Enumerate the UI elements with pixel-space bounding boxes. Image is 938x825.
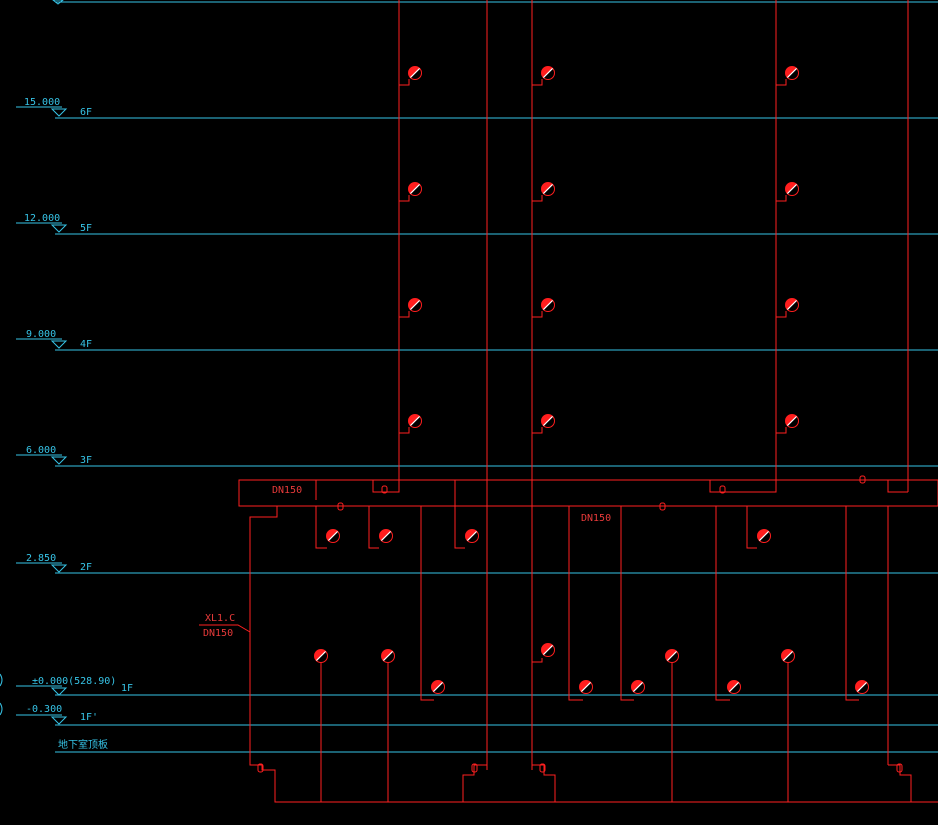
- elevation-label: 6.000: [26, 445, 56, 456]
- sprinkler-head-icon: [407, 65, 423, 81]
- valve-icon: [719, 485, 726, 494]
- floor-label: 6F: [80, 107, 92, 118]
- sprinkler-head-icon: [430, 679, 446, 695]
- level-triangle-icon: [50, 456, 68, 465]
- sprinkler-head-icon: [756, 528, 772, 544]
- sprinkler-head-icon: [578, 679, 594, 695]
- level-markers: [0, 0, 68, 725]
- riser-size-label: DN150: [203, 628, 233, 639]
- sprinkler-head-icon: [784, 297, 800, 313]
- sprinkler-head-icon: [784, 65, 800, 81]
- basement-roof-label: 地下室顶板: [58, 738, 108, 751]
- sprinkler-head-icon: [540, 297, 556, 313]
- sprinkler-head-icon: [325, 528, 341, 544]
- floor-label: 4F: [80, 339, 92, 350]
- valve-icon: [539, 763, 546, 773]
- level-triangle-icon: [50, 224, 68, 233]
- sprinkler-head-icon: [854, 679, 870, 695]
- valves: [257, 475, 903, 773]
- sprinkler-head-icon: [407, 181, 423, 197]
- sprinkler-head-icon: [630, 679, 646, 695]
- pipe-labels: DN150 DN150 XL1.C DN150: [203, 485, 611, 639]
- sprinkler-head-icon: [540, 642, 556, 658]
- bracket-mark: [0, 673, 3, 687]
- floor-label: 2F: [80, 562, 92, 573]
- valve-icon: [381, 485, 388, 494]
- valve-icon: [337, 502, 344, 511]
- elevation-label: 12.000: [24, 213, 60, 224]
- elevation-label: -0.300: [26, 704, 62, 715]
- level-triangle-icon: [50, 340, 68, 349]
- sprinkler-head-icon: [780, 648, 796, 664]
- level-triangle-icon: [50, 108, 68, 117]
- sprinkler-head-icon: [784, 181, 800, 197]
- valve-icon: [896, 763, 903, 773]
- level-lines: [55, 1, 938, 753]
- pipe-size-label: DN150: [581, 513, 611, 524]
- sprinkler-heads: [313, 65, 870, 695]
- sprinkler-head-icon: [540, 413, 556, 429]
- sprinkler-head-icon: [380, 648, 396, 664]
- floor-label: 1F: [121, 683, 133, 694]
- sprinkler-head-icon: [378, 528, 394, 544]
- pipework: [199, 0, 938, 803]
- bracket-mark: [0, 702, 3, 716]
- valve-icon: [257, 763, 264, 773]
- elevation-label: 2.850: [26, 553, 56, 564]
- sprinkler-head-icon: [464, 528, 480, 544]
- level-triangle-icon: [52, 0, 64, 5]
- elevation-label: 15.000: [24, 97, 60, 108]
- sprinkler-head-icon: [664, 648, 680, 664]
- valve-icon: [471, 763, 478, 773]
- pipe-size-label: DN150: [272, 485, 302, 496]
- valve-icon: [659, 502, 666, 511]
- elevation-label: 9.000: [26, 329, 56, 340]
- valve-icon: [859, 475, 866, 484]
- sprinkler-head-icon: [407, 297, 423, 313]
- sprinkler-head-icon: [784, 413, 800, 429]
- level-triangle-icon: [50, 687, 68, 696]
- level-triangle-icon: [50, 716, 68, 725]
- floor-label: 3F: [80, 455, 92, 466]
- main-loop: [238, 479, 938, 507]
- floor-label: 5F: [80, 223, 92, 234]
- sprinkler-head-icon: [313, 648, 329, 664]
- floor-label: 1F': [80, 712, 98, 723]
- sprinkler-head-icon: [726, 679, 742, 695]
- riser-tag-label: XL1.C: [205, 613, 235, 624]
- sprinkler-head-icon: [407, 413, 423, 429]
- elevation-label: ±0.000(528.90): [32, 676, 116, 687]
- level-labels: 15.000 6F 12.000 5F 9.000 4F 6.000 3F 2.…: [24, 97, 133, 751]
- sprinkler-head-icon: [540, 181, 556, 197]
- level-triangle-icon: [50, 564, 68, 573]
- sprinkler-head-icon: [540, 65, 556, 81]
